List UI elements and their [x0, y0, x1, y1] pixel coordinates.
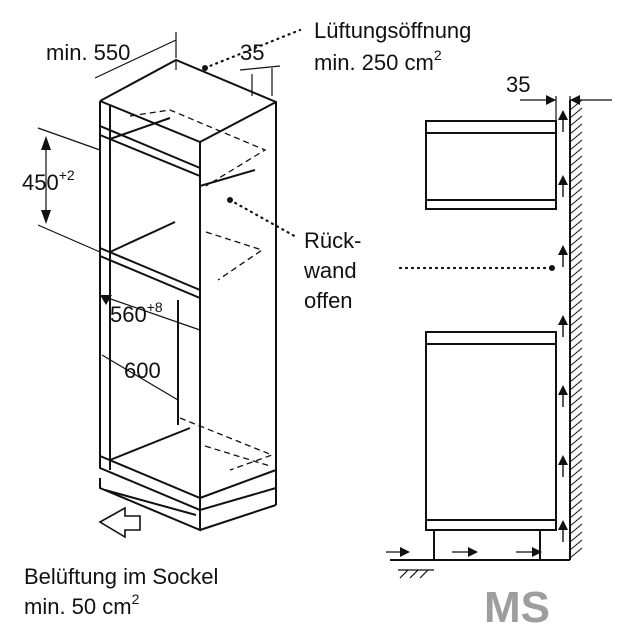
- wall-hatch-line: [569, 315, 583, 327]
- wall-hatch-line: [569, 443, 583, 455]
- plinth-vent-label-1: Belüftung im Sockel: [24, 564, 218, 589]
- leader-lines: [202, 28, 555, 271]
- wall-hatch-line: [569, 251, 583, 263]
- wall-hatch-line: [569, 483, 583, 495]
- airflow-up-arrow: [558, 520, 568, 542]
- wall-hatch-line: [569, 195, 583, 207]
- airflow-up-arrow: [558, 385, 568, 407]
- gap-label: 35: [240, 40, 264, 65]
- back-open-label-3: offen: [304, 288, 353, 313]
- wall-hatch-line: [569, 139, 583, 151]
- wall-hatch-line: [569, 499, 583, 511]
- wall-hatch-line: [569, 531, 583, 543]
- wall-hatch-line: [569, 331, 583, 343]
- wall-hatch-line: [569, 419, 583, 431]
- airflow-up-arrow: [558, 455, 568, 477]
- wall-hatch-line: [569, 147, 583, 159]
- wall-hatch-line: [569, 267, 583, 279]
- wall-hatch-line: [569, 451, 583, 463]
- back-open-label-1: Rück-: [304, 228, 361, 253]
- wall-hatch-line: [569, 227, 583, 239]
- wall-hatch-line: [569, 307, 583, 319]
- dimension-lines: [37, 32, 281, 401]
- height-label: 450+2: [22, 167, 75, 195]
- airflow-up-arrow: [558, 175, 568, 197]
- wall-hatch-line: [569, 395, 583, 407]
- ms-logo: MS: [484, 583, 550, 632]
- wall-hatch-line: [569, 235, 583, 247]
- wall-hatch-line: [569, 219, 583, 231]
- vent-top-label-2: min. 250 cm2: [314, 47, 442, 75]
- plinth-vent-label-2: min. 50 cm2: [24, 591, 140, 619]
- wall-hatch-line: [569, 259, 583, 271]
- wall-hatch-line: [569, 491, 583, 503]
- depth-label: 560+8: [110, 299, 163, 327]
- wall-hatch-line: [569, 547, 583, 559]
- airflow-up-arrow: [558, 245, 568, 267]
- wall-hatch-line: [569, 475, 583, 487]
- wall-hatch-line: [569, 363, 583, 375]
- wall-hatch-line: [569, 299, 583, 311]
- wall-hatch-line: [569, 107, 583, 119]
- side-section: [386, 95, 612, 579]
- wall-hatch-line: [569, 179, 583, 191]
- wall-hatch-line: [569, 163, 583, 175]
- wall-hatch-line: [569, 115, 583, 127]
- wall-hatch-line: [569, 323, 583, 335]
- back-open-label-2: wand: [303, 258, 357, 283]
- wall-hatch-line: [569, 371, 583, 383]
- wall-hatch-line: [569, 507, 583, 519]
- wall-hatch-line: [569, 467, 583, 479]
- wall-hatch-line: [569, 155, 583, 167]
- wall-hatch-line: [569, 211, 583, 223]
- width-label: 600: [124, 358, 161, 383]
- wall-hatch-line: [569, 123, 583, 135]
- wall-hatch-line: [569, 291, 583, 303]
- side-gap-label: 35: [506, 72, 530, 97]
- wall-hatch-line: [569, 131, 583, 143]
- wall-hatch-line: [569, 203, 583, 215]
- wall-hatch-line: [569, 387, 583, 399]
- wall-hatch-line: [569, 523, 583, 535]
- plinth-vent-arrow: [98, 506, 141, 539]
- vent-top-label-1: Lüftungsöffnung: [314, 18, 471, 43]
- tall-cabinet: [99, 58, 277, 532]
- wall-hatch-line: [569, 171, 583, 183]
- wall-hatch-line: [569, 347, 583, 359]
- wall-hatch-line: [569, 355, 583, 367]
- wall-hatch-line: [569, 187, 583, 199]
- wall-hatch-line: [569, 539, 583, 551]
- wall-hatch-line: [569, 435, 583, 447]
- wall-hatch-line: [569, 427, 583, 439]
- wall-hatch-line: [569, 515, 583, 527]
- wall-hatch-line: [569, 379, 583, 391]
- wall-hatch-line: [569, 403, 583, 415]
- wall-hatch-line: [569, 459, 583, 471]
- airflow-up-arrow: [558, 110, 568, 132]
- min-width-label: min. 550: [46, 40, 130, 65]
- wall-hatch-line: [569, 275, 583, 287]
- wall-hatch-line: [569, 339, 583, 351]
- wall-hatch-line: [569, 411, 583, 423]
- airflow-up-arrow: [558, 315, 568, 337]
- wall-hatch-line: [569, 283, 583, 295]
- wall-hatch-line: [569, 243, 583, 255]
